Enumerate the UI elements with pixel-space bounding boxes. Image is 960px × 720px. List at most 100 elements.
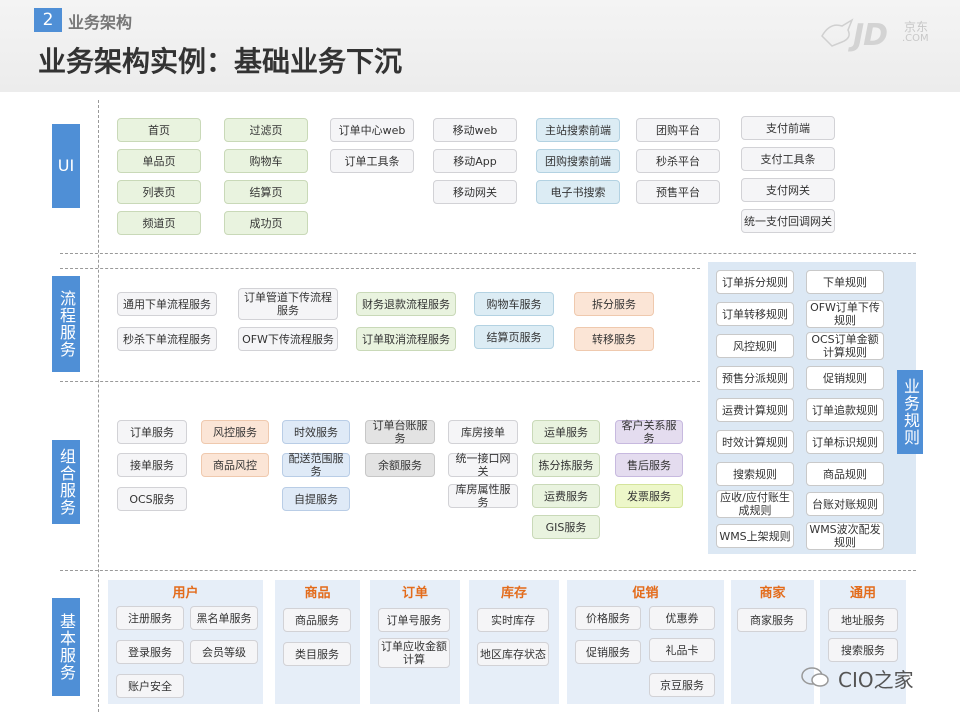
watermark: CIO之家 <box>800 664 940 692</box>
ui-box: 预售平台 <box>636 180 720 204</box>
compose-box: 运费服务 <box>532 484 600 508</box>
process-box: 转移服务 <box>574 327 654 351</box>
process-box: 秒杀下单流程服务 <box>117 327 217 351</box>
rule-box: 预售分派规则 <box>716 366 794 390</box>
wechat-icon <box>801 667 829 687</box>
header-band <box>0 0 960 92</box>
ui-box: 支付前端 <box>741 116 835 140</box>
ui-box: 支付工具条 <box>741 147 835 171</box>
process-box: 结算页服务 <box>474 325 554 349</box>
layer-label-basic: 基本服务 <box>52 598 80 696</box>
group-merchant: 商家 商家服务 <box>731 580 814 704</box>
ui-box: 支付网关 <box>741 178 835 202</box>
basic-box: 京豆服务 <box>649 673 715 697</box>
basic-box: 订单应收金额计算 <box>378 638 450 668</box>
basic-box: 地址服务 <box>828 608 898 632</box>
divider-process <box>60 381 700 382</box>
rule-box: 促销规则 <box>806 366 884 390</box>
group-user: 用户 注册服务 黑名单服务 登录服务 会员等级 账户安全 <box>108 580 263 704</box>
process-box: 订单管道下传流程服务 <box>238 288 338 320</box>
compose-box: 订单服务 <box>117 420 187 444</box>
layer-label-rules: 业务规则 <box>897 370 923 454</box>
ui-box: 主站搜索前端 <box>536 118 620 142</box>
page-title: 业务架构实例：基础业务下沉 <box>38 45 403 78</box>
group-common: 通用 地址服务 搜索服务 <box>820 580 906 704</box>
basic-box: 会员等级 <box>190 640 258 664</box>
rule-box: 订单转移规则 <box>716 302 794 326</box>
rule-box: 台账对账规则 <box>806 492 884 516</box>
ui-box: 列表页 <box>117 180 201 204</box>
compose-box: 客户关系服务 <box>615 419 683 445</box>
ui-box: 首页 <box>117 118 201 142</box>
basic-box: 商家服务 <box>737 608 807 632</box>
basic-box: 类目服务 <box>283 642 351 666</box>
compose-box: 售后服务 <box>615 453 683 477</box>
basic-box: 商品服务 <box>283 608 351 632</box>
basic-box: 实时库存 <box>477 608 549 632</box>
rule-box: 时效计算规则 <box>716 430 794 454</box>
rule-box: 运费计算规则 <box>716 398 794 422</box>
watermark-text: CIO之家 <box>838 668 914 692</box>
ui-box: 团购搜索前端 <box>536 149 620 173</box>
compose-box: 风控服务 <box>201 420 269 444</box>
ui-box: 结算页 <box>224 180 308 204</box>
group-title: 商品 <box>304 586 331 601</box>
basic-box: 搜索服务 <box>828 638 898 662</box>
layer-label-process: 流程服务 <box>52 276 80 372</box>
rule-box: OCS订单金额计算规则 <box>806 332 884 360</box>
ui-box: 统一支付回调网关 <box>741 209 835 233</box>
layer-label-ui: UI <box>52 124 80 208</box>
group-title: 用户 <box>172 586 199 601</box>
compose-box: 商品风控 <box>201 453 269 477</box>
compose-box: 库房接单 <box>448 420 518 444</box>
compose-box: 自提服务 <box>282 487 350 511</box>
ui-box: 移动网关 <box>433 180 517 204</box>
rule-box: 订单拆分规则 <box>716 270 794 294</box>
compose-box: 库房属性服务 <box>448 483 518 509</box>
basic-box: 价格服务 <box>575 606 641 630</box>
basic-box: 促销服务 <box>575 640 641 664</box>
group-title: 订单 <box>401 586 428 601</box>
basic-box: 登录服务 <box>116 640 184 664</box>
rule-box: WMS波次配发规则 <box>806 522 884 550</box>
rule-box: 订单标识规则 <box>806 430 884 454</box>
group-promo: 促销 价格服务 优惠券 促销服务 礼品卡 京豆服务 <box>567 580 724 704</box>
basic-box: 地区库存状态 <box>477 642 549 666</box>
rule-box: 风控规则 <box>716 334 794 358</box>
rule-box: 商品规则 <box>806 462 884 486</box>
rule-box: 订单追款规则 <box>806 398 884 422</box>
basic-box: 账户安全 <box>116 674 184 698</box>
group-title: 通用 <box>849 586 876 601</box>
compose-box: 订单台账服务 <box>365 419 435 445</box>
basic-box: 礼品卡 <box>649 638 715 662</box>
ui-box: 团购平台 <box>636 118 720 142</box>
section-number: 2 <box>34 8 62 32</box>
rule-box: OFW订单下传规则 <box>806 300 884 328</box>
basic-box: 黑名单服务 <box>190 606 258 630</box>
ui-box: 频道页 <box>117 211 201 235</box>
logo-com-text: .COM <box>902 33 929 44</box>
process-box: OFW下传流程服务 <box>238 327 338 351</box>
logo-jd-text: JD <box>853 18 888 53</box>
divider-process-top <box>60 268 700 269</box>
basic-box: 注册服务 <box>116 606 184 630</box>
section-name: 业务架构 <box>68 13 133 32</box>
group-product: 商品 商品服务 类目服务 <box>275 580 360 704</box>
process-box: 拆分服务 <box>574 292 654 316</box>
ui-box: 移动App <box>433 149 517 173</box>
process-box: 通用下单流程服务 <box>117 292 217 316</box>
divider-compose <box>60 570 916 571</box>
rule-box: WMS上架规则 <box>716 524 794 548</box>
process-box: 订单取消流程服务 <box>356 327 456 351</box>
group-stock: 库存 实时库存 地区库存状态 <box>469 580 559 704</box>
compose-box: 余额服务 <box>365 453 435 477</box>
process-box: 购物车服务 <box>474 292 554 316</box>
ui-box: 成功页 <box>224 211 308 235</box>
compose-box: GIS服务 <box>532 515 600 539</box>
process-box: 财务退款流程服务 <box>356 292 456 316</box>
group-title: 促销 <box>632 586 659 601</box>
rule-box: 应收/应付账生成规则 <box>716 490 794 518</box>
divider-vertical <box>98 100 99 712</box>
compose-box: 接单服务 <box>117 453 187 477</box>
group-title: 库存 <box>500 586 527 601</box>
